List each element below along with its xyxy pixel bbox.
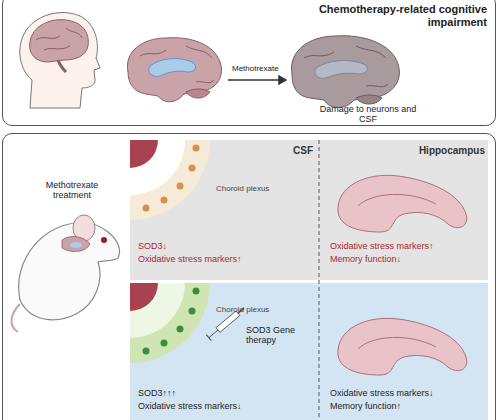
region-heading: CSF [293,145,313,157]
finding-text: Oxidative stress markers↑ [138,254,242,264]
finding-text: Oxidative stress markers↓ [138,401,242,411]
panel-title: Chemotherapy-related cognitive impairmen… [312,3,487,28]
finding-text: Memory function↓ [330,254,401,264]
finding-text: Oxidative stress markers↓ [330,388,434,398]
result-cell: CSF Choroid plexusSOD3↓ Oxidative stress m… [130,140,319,281]
damage-label: Damage to neurons and CSF [318,104,418,125]
finding-text: SOD3↑↑↑ [138,388,176,398]
brain-healthy [127,38,221,102]
result-cell: Oxidative stress markers↓ Memory function… [320,283,491,420]
hippocampus [338,175,467,375]
therapy-label: SOD3 Gene therapy [246,325,308,346]
head-figure [20,13,100,108]
drug-label: Methotrexate [232,64,279,73]
choroid-plexus-treated [130,283,247,363]
region-heading: Hippocampus [419,145,485,157]
choroid-plexus [130,140,210,220]
treatment-label: Methotrexate treatment [29,180,115,201]
part-label: Choroid plexus [216,184,269,193]
panel: Chemotherapy-related cognitive impairmen… [2,0,496,126]
result-cell: Choroid plexusSOD3 Gene therapySOD3↑↑↑ Ox… [130,283,319,420]
part-label: Choroid plexus [216,305,269,314]
finding-text: Oxidative stress markers↑ [330,241,434,251]
finding-text: SOD3↓ [138,241,167,251]
brain-damaged [291,36,399,108]
result-cell: HippocampusOxidative stress markers↑ Memo… [320,140,491,281]
mouse-figure [11,215,119,332]
panel: Methotrexate treatmentCSFChoroid plexusS… [2,133,496,420]
finding-text: Memory function↑ [330,401,401,411]
